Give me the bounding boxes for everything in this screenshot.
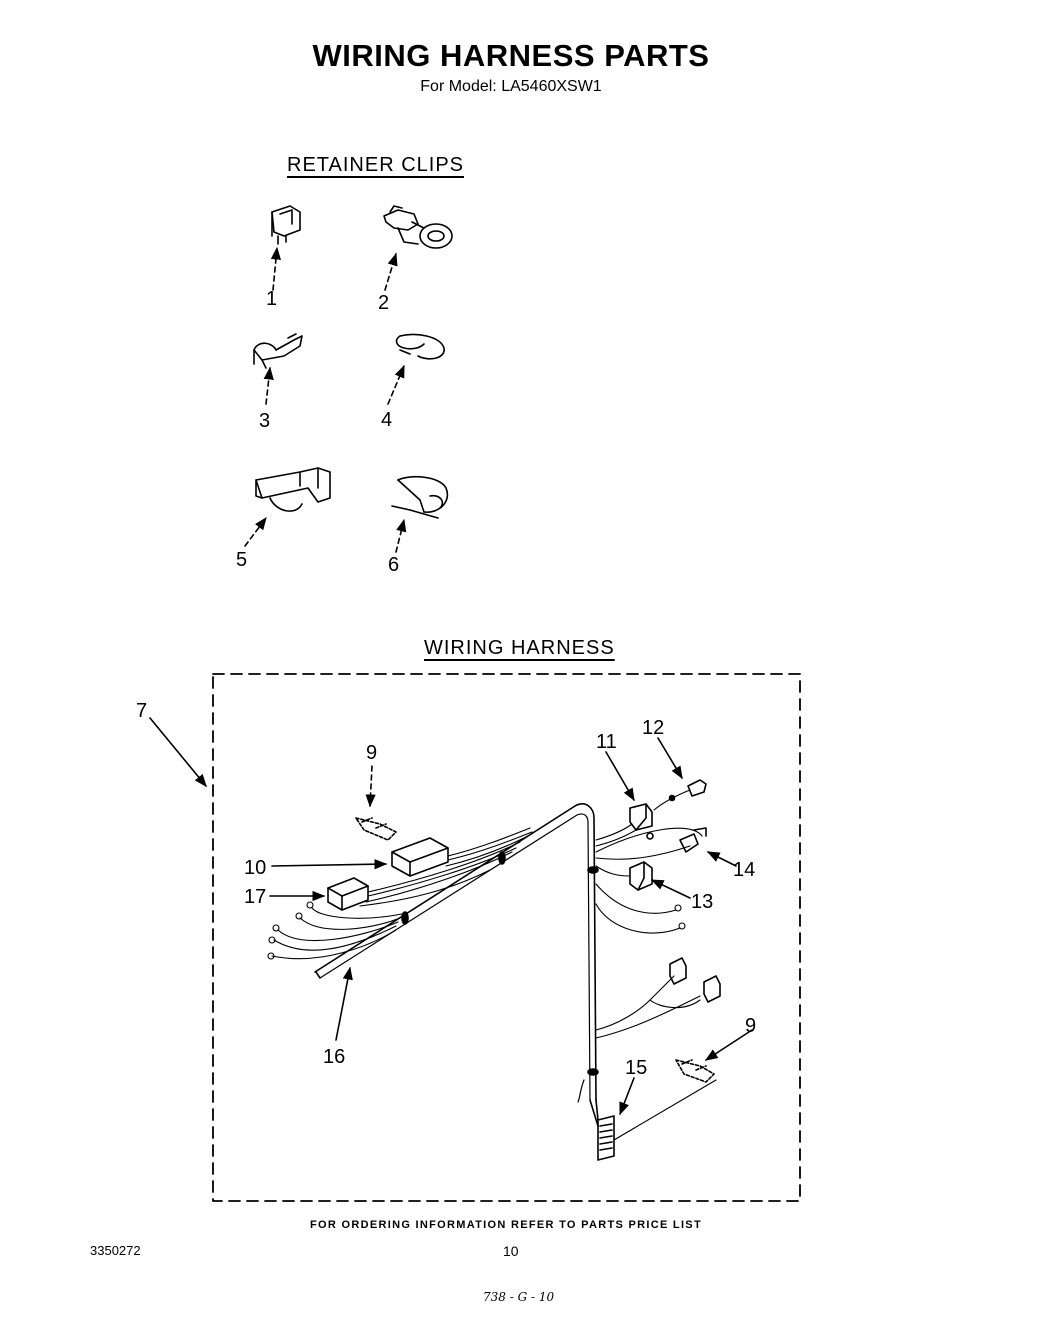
connector-10-drawing: [391, 837, 449, 877]
harness-frame: [212, 673, 801, 1202]
wiring-harness-heading: WIRING HARNESS: [424, 637, 615, 659]
terminal-loop-drawing: [595, 883, 686, 934]
retainer-clip-3-drawing: [253, 333, 303, 369]
callout-15-leader: [619, 1077, 635, 1116]
retainer-clip-5-drawing: [255, 467, 331, 512]
clip-4-leader: [387, 364, 405, 405]
retainer-clip-6-drawing: [391, 475, 449, 519]
callout-13: 13: [691, 891, 713, 913]
retainer-clip-1-drawing: [271, 205, 301, 245]
callout-5: 5: [236, 549, 247, 571]
callout-12-leader: [657, 737, 683, 780]
clip-3-leader: [263, 366, 274, 405]
retainer-clips-heading: RETAINER CLIPS: [287, 154, 464, 176]
part-9-upper-drawing: [355, 817, 397, 841]
retainer-clip-2-drawing: [383, 205, 453, 249]
callout-3: 3: [259, 410, 270, 432]
callout-9-lower: 9: [745, 1015, 756, 1037]
terminal-14-drawing: [595, 827, 707, 860]
callout-15: 15: [625, 1057, 647, 1079]
callout-7: 7: [136, 700, 147, 722]
connector-13-drawing: [595, 861, 653, 891]
callout-7-leader: [149, 717, 207, 787]
callout-14: 14: [733, 859, 755, 881]
terminal-12-drawing: [653, 779, 707, 811]
callout-11-leader: [605, 751, 635, 802]
harness-wires-left: [267, 827, 533, 960]
ordering-info-note: FOR ORDERING INFORMATION REFER TO PARTS …: [310, 1219, 702, 1231]
callout-12: 12: [642, 717, 664, 739]
clip-1-leader: [270, 246, 282, 291]
callout-9a-leader: [365, 765, 376, 808]
connector-17-drawing: [327, 877, 369, 911]
callout-16-leader: [335, 966, 353, 1041]
callout-17: 17: [244, 886, 266, 908]
document-number: 3350272: [90, 1243, 141, 1258]
clip-6-leader: [395, 518, 407, 553]
callout-9-upper: 9: [366, 742, 377, 764]
harness-main-bundle: [314, 803, 599, 1103]
connector-11-drawing: [595, 803, 653, 847]
callout-9b-leader: [704, 1029, 753, 1061]
callout-1: 1: [266, 288, 277, 310]
callout-10: 10: [244, 857, 266, 879]
page-title: WIRING HARNESS PARTS: [312, 38, 710, 73]
callout-14-leader: [706, 851, 737, 867]
callout-10-leader: [271, 859, 388, 870]
callout-2: 2: [378, 292, 389, 314]
callout-16: 16: [323, 1046, 345, 1068]
clip-5-leader: [244, 516, 267, 547]
callout-6: 6: [388, 554, 399, 576]
clip-2-leader: [384, 252, 398, 291]
callout-4: 4: [381, 409, 392, 431]
callout-13-leader: [650, 879, 691, 899]
page-number: 10: [503, 1243, 519, 1259]
callout-11: 11: [596, 731, 617, 753]
connector-15-drawing: [589, 1079, 717, 1161]
retainer-clip-4-drawing: [395, 333, 445, 360]
part-9-lower-drawing: [675, 1059, 715, 1083]
lower-connectors-drawing: [595, 957, 721, 1039]
model-subtitle: For Model: LA5460XSW1: [420, 78, 602, 95]
handwritten-note: 738 - G - 10: [483, 1290, 555, 1304]
